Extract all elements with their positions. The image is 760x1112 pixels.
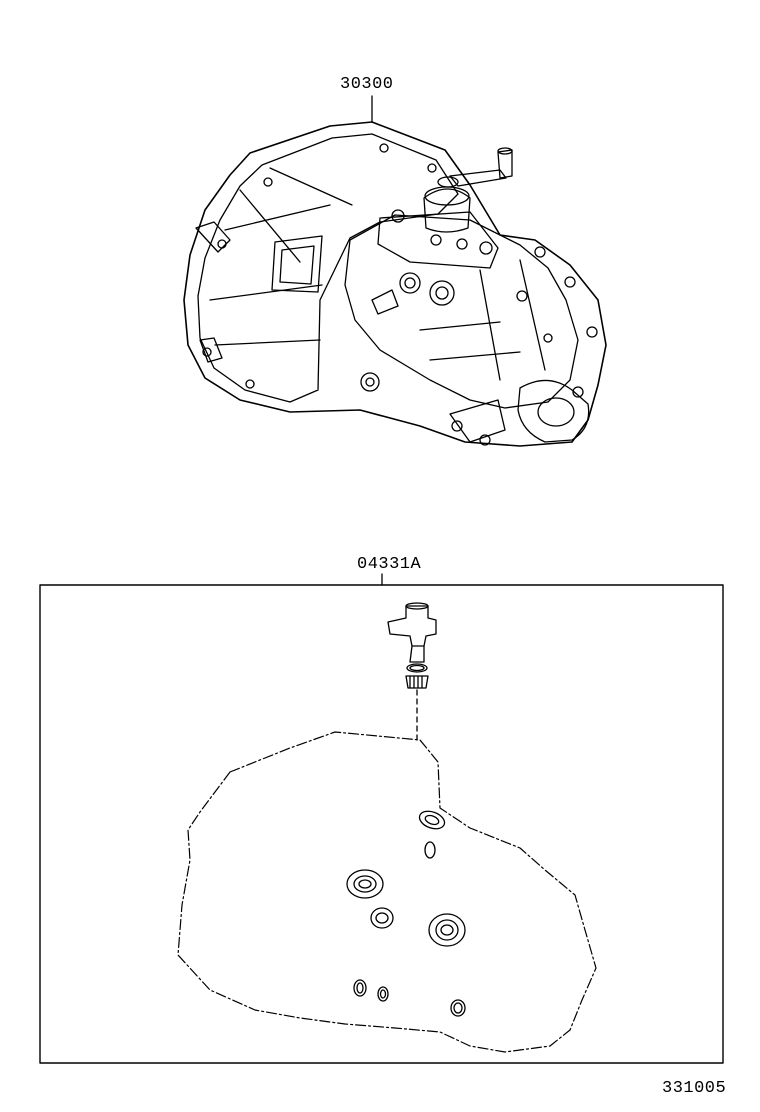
o-ring-lower-right[interactable]	[450, 999, 466, 1017]
transaxle-case-gasket[interactable]	[177, 731, 597, 1053]
illustration-reference-number: 331005	[662, 1079, 727, 1098]
o-ring-lower-left[interactable]	[353, 979, 367, 997]
oil-seal-small-top[interactable]	[417, 808, 447, 832]
oil-seal-large-right[interactable]	[428, 913, 466, 947]
part-number-callout-30300[interactable]: 30300	[340, 75, 394, 94]
transaxle-assembly-drawing[interactable]	[183, 121, 607, 447]
part-number-callout-04331a[interactable]: 04331A	[357, 555, 422, 574]
oil-seal-medium[interactable]	[370, 907, 394, 929]
o-ring-lower-center[interactable]	[377, 986, 389, 1002]
oil-seal-large-left[interactable]	[346, 869, 384, 899]
o-ring-upper[interactable]	[424, 841, 436, 859]
speedometer-driven-gear[interactable]	[387, 602, 437, 689]
gasket-kit-boundary-box	[39, 584, 724, 1064]
